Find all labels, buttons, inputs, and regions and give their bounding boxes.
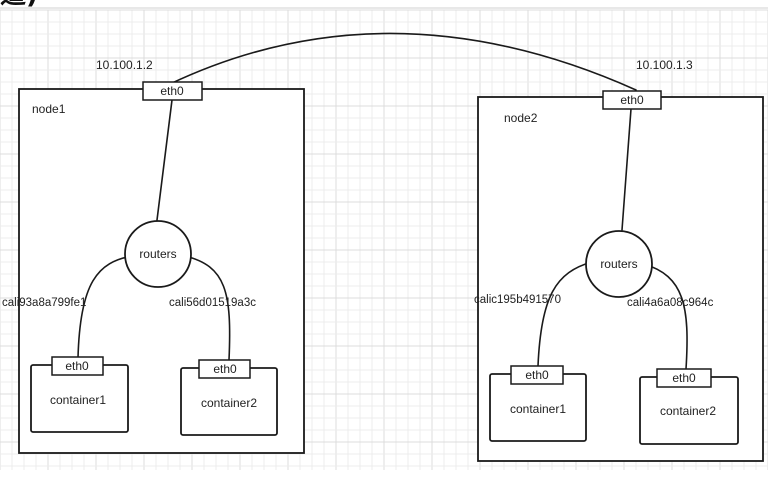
- node2-right-veth-label: cali4a6a08c964c: [627, 297, 714, 309]
- node1-eth0-port: [142, 81, 203, 101]
- node1-left-veth-link: [77, 255, 133, 359]
- node1-right-veth-label: cali56d01519a3c: [169, 297, 256, 309]
- node1-container1-label: container1: [50, 393, 106, 407]
- node2-right-veth-link: [643, 263, 688, 370]
- header-title-fragment: 道): [0, 0, 38, 10]
- node1-container2-eth0-label: eth0: [213, 362, 237, 376]
- node1-eth0-label: eth0: [160, 84, 184, 98]
- node2-eth0-port: [602, 90, 662, 110]
- node2-router-circle: [585, 230, 653, 298]
- node2-left-veth-link: [537, 261, 593, 367]
- node2-left-veth-label: calic195b491570: [474, 294, 561, 306]
- node1-container1-eth0: [51, 356, 104, 376]
- node2-container2-label: container2: [660, 404, 716, 418]
- node1-router-label: routers: [139, 247, 176, 261]
- node1-router-circle: [124, 220, 192, 288]
- node2-container1-eth0: [510, 365, 564, 385]
- node2-container2-eth0-label: eth0: [672, 371, 696, 385]
- node1-container1-eth0-label: eth0: [65, 359, 89, 373]
- node2-label: node2: [504, 111, 538, 125]
- node2-container2-eth0: [656, 368, 712, 388]
- node1-eth-router-link: [156, 99, 173, 221]
- node1-left-veth-label: cali93a8a799fe1: [2, 297, 86, 309]
- node2-router-label: routers: [600, 257, 637, 271]
- node2-eth-router-link: [621, 108, 632, 231]
- node-link-curve: [169, 32, 637, 91]
- node2-ip: 10.100.1.3: [636, 58, 693, 72]
- node2-group: node2 10.100.1.3 eth0 routers calic195b4…: [474, 58, 764, 462]
- node2-container1-label: container1: [510, 402, 566, 416]
- node2-container1-eth0-label: eth0: [525, 368, 549, 382]
- node1-ip: 10.100.1.2: [96, 58, 153, 72]
- node2-eth0-label: eth0: [620, 93, 644, 107]
- node1-container2-eth0: [198, 359, 251, 379]
- node1-container2-label: container2: [201, 396, 257, 410]
- node1-label: node1: [32, 102, 66, 116]
- node1-right-veth-link: [184, 255, 231, 361]
- node1-group: node1 10.100.1.2 eth0 routers cali93a8a7…: [2, 58, 305, 454]
